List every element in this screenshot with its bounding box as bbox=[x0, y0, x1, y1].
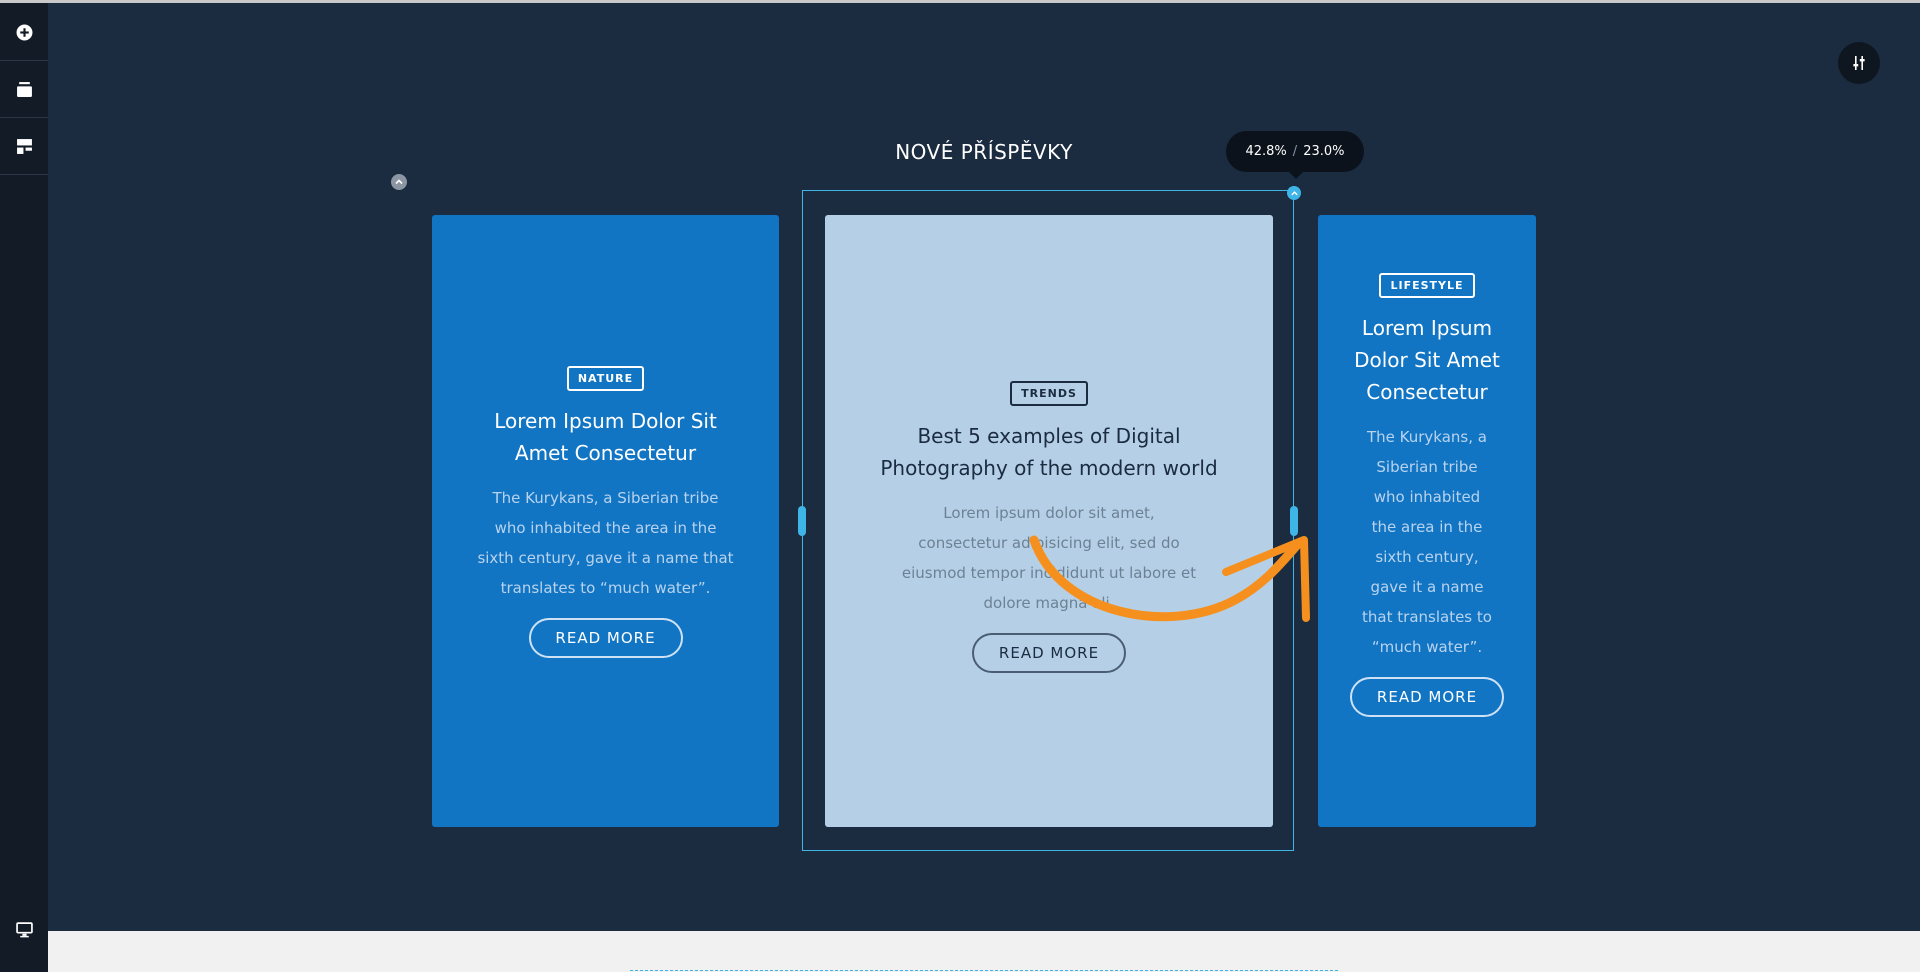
layout-button[interactable] bbox=[0, 118, 48, 174]
drop-zone-guide bbox=[630, 970, 1338, 971]
top-border bbox=[0, 0, 1920, 3]
layout-icon bbox=[16, 138, 32, 154]
card-excerpt: The Kurykans, a Siberian tribe who inhab… bbox=[1362, 428, 1492, 656]
plus-circle-icon bbox=[16, 24, 32, 40]
read-more-button[interactable]: READ MORE bbox=[972, 633, 1126, 673]
desktop-icon bbox=[15, 921, 33, 937]
column-move-handle[interactable] bbox=[1287, 186, 1301, 200]
chevron-up-icon bbox=[395, 179, 403, 185]
collapse-row-button[interactable] bbox=[391, 174, 407, 190]
toolbar-divider bbox=[0, 117, 48, 118]
desktop-view-button[interactable] bbox=[0, 901, 48, 957]
sliders-icon bbox=[1853, 56, 1865, 70]
column-size-tooltip: 42.8% / 23.0% bbox=[1226, 131, 1364, 179]
category-badge[interactable]: NATURE bbox=[566, 366, 645, 391]
card-title: Best 5 examples of Digital Photography o… bbox=[880, 424, 1218, 480]
toolbar-divider bbox=[0, 60, 48, 61]
size-separator: / bbox=[1292, 144, 1298, 159]
add-element-button[interactable] bbox=[0, 4, 48, 60]
height-percent: 23.0% bbox=[1303, 144, 1345, 159]
layers-button[interactable] bbox=[0, 61, 48, 117]
category-badge[interactable]: TRENDS bbox=[1010, 381, 1088, 406]
category-badge[interactable]: LIFESTYLE bbox=[1379, 273, 1475, 298]
read-more-button[interactable]: READ MORE bbox=[528, 618, 683, 658]
chevron-up-icon bbox=[1290, 190, 1298, 195]
post-card-lifestyle[interactable]: LIFESTYLE Lorem Ipsum Dolor Sit Amet Con… bbox=[1318, 215, 1536, 827]
post-card-trends[interactable]: TRENDS Best 5 examples of Digital Photog… bbox=[825, 215, 1273, 827]
post-card-nature[interactable]: NATURE Lorem Ipsum Dolor Sit Amet Consec… bbox=[432, 215, 779, 827]
toolbar-divider bbox=[0, 174, 48, 175]
card-excerpt: Lorem ipsum dolor sit amet, consectetur … bbox=[901, 504, 1197, 612]
width-percent: 42.8% bbox=[1245, 144, 1287, 159]
layers-icon bbox=[16, 81, 32, 97]
card-title: Lorem Ipsum Dolor Sit Amet Consectetur bbox=[494, 409, 717, 465]
section-settings-button[interactable] bbox=[1838, 42, 1880, 84]
card-excerpt: The Kurykans, a Siberian tribe who inhab… bbox=[477, 489, 734, 597]
editor-toolbar bbox=[0, 3, 48, 972]
resize-handle-left[interactable] bbox=[798, 506, 806, 536]
resize-handle-right[interactable] bbox=[1290, 506, 1298, 536]
next-section-strip bbox=[48, 931, 1920, 972]
read-more-button[interactable]: READ MORE bbox=[1350, 677, 1504, 717]
card-title: Lorem Ipsum Dolor Sit Amet Consectetur bbox=[1354, 316, 1500, 404]
section-title: NOVÉ PŘÍSPĚVKY bbox=[895, 140, 1073, 164]
